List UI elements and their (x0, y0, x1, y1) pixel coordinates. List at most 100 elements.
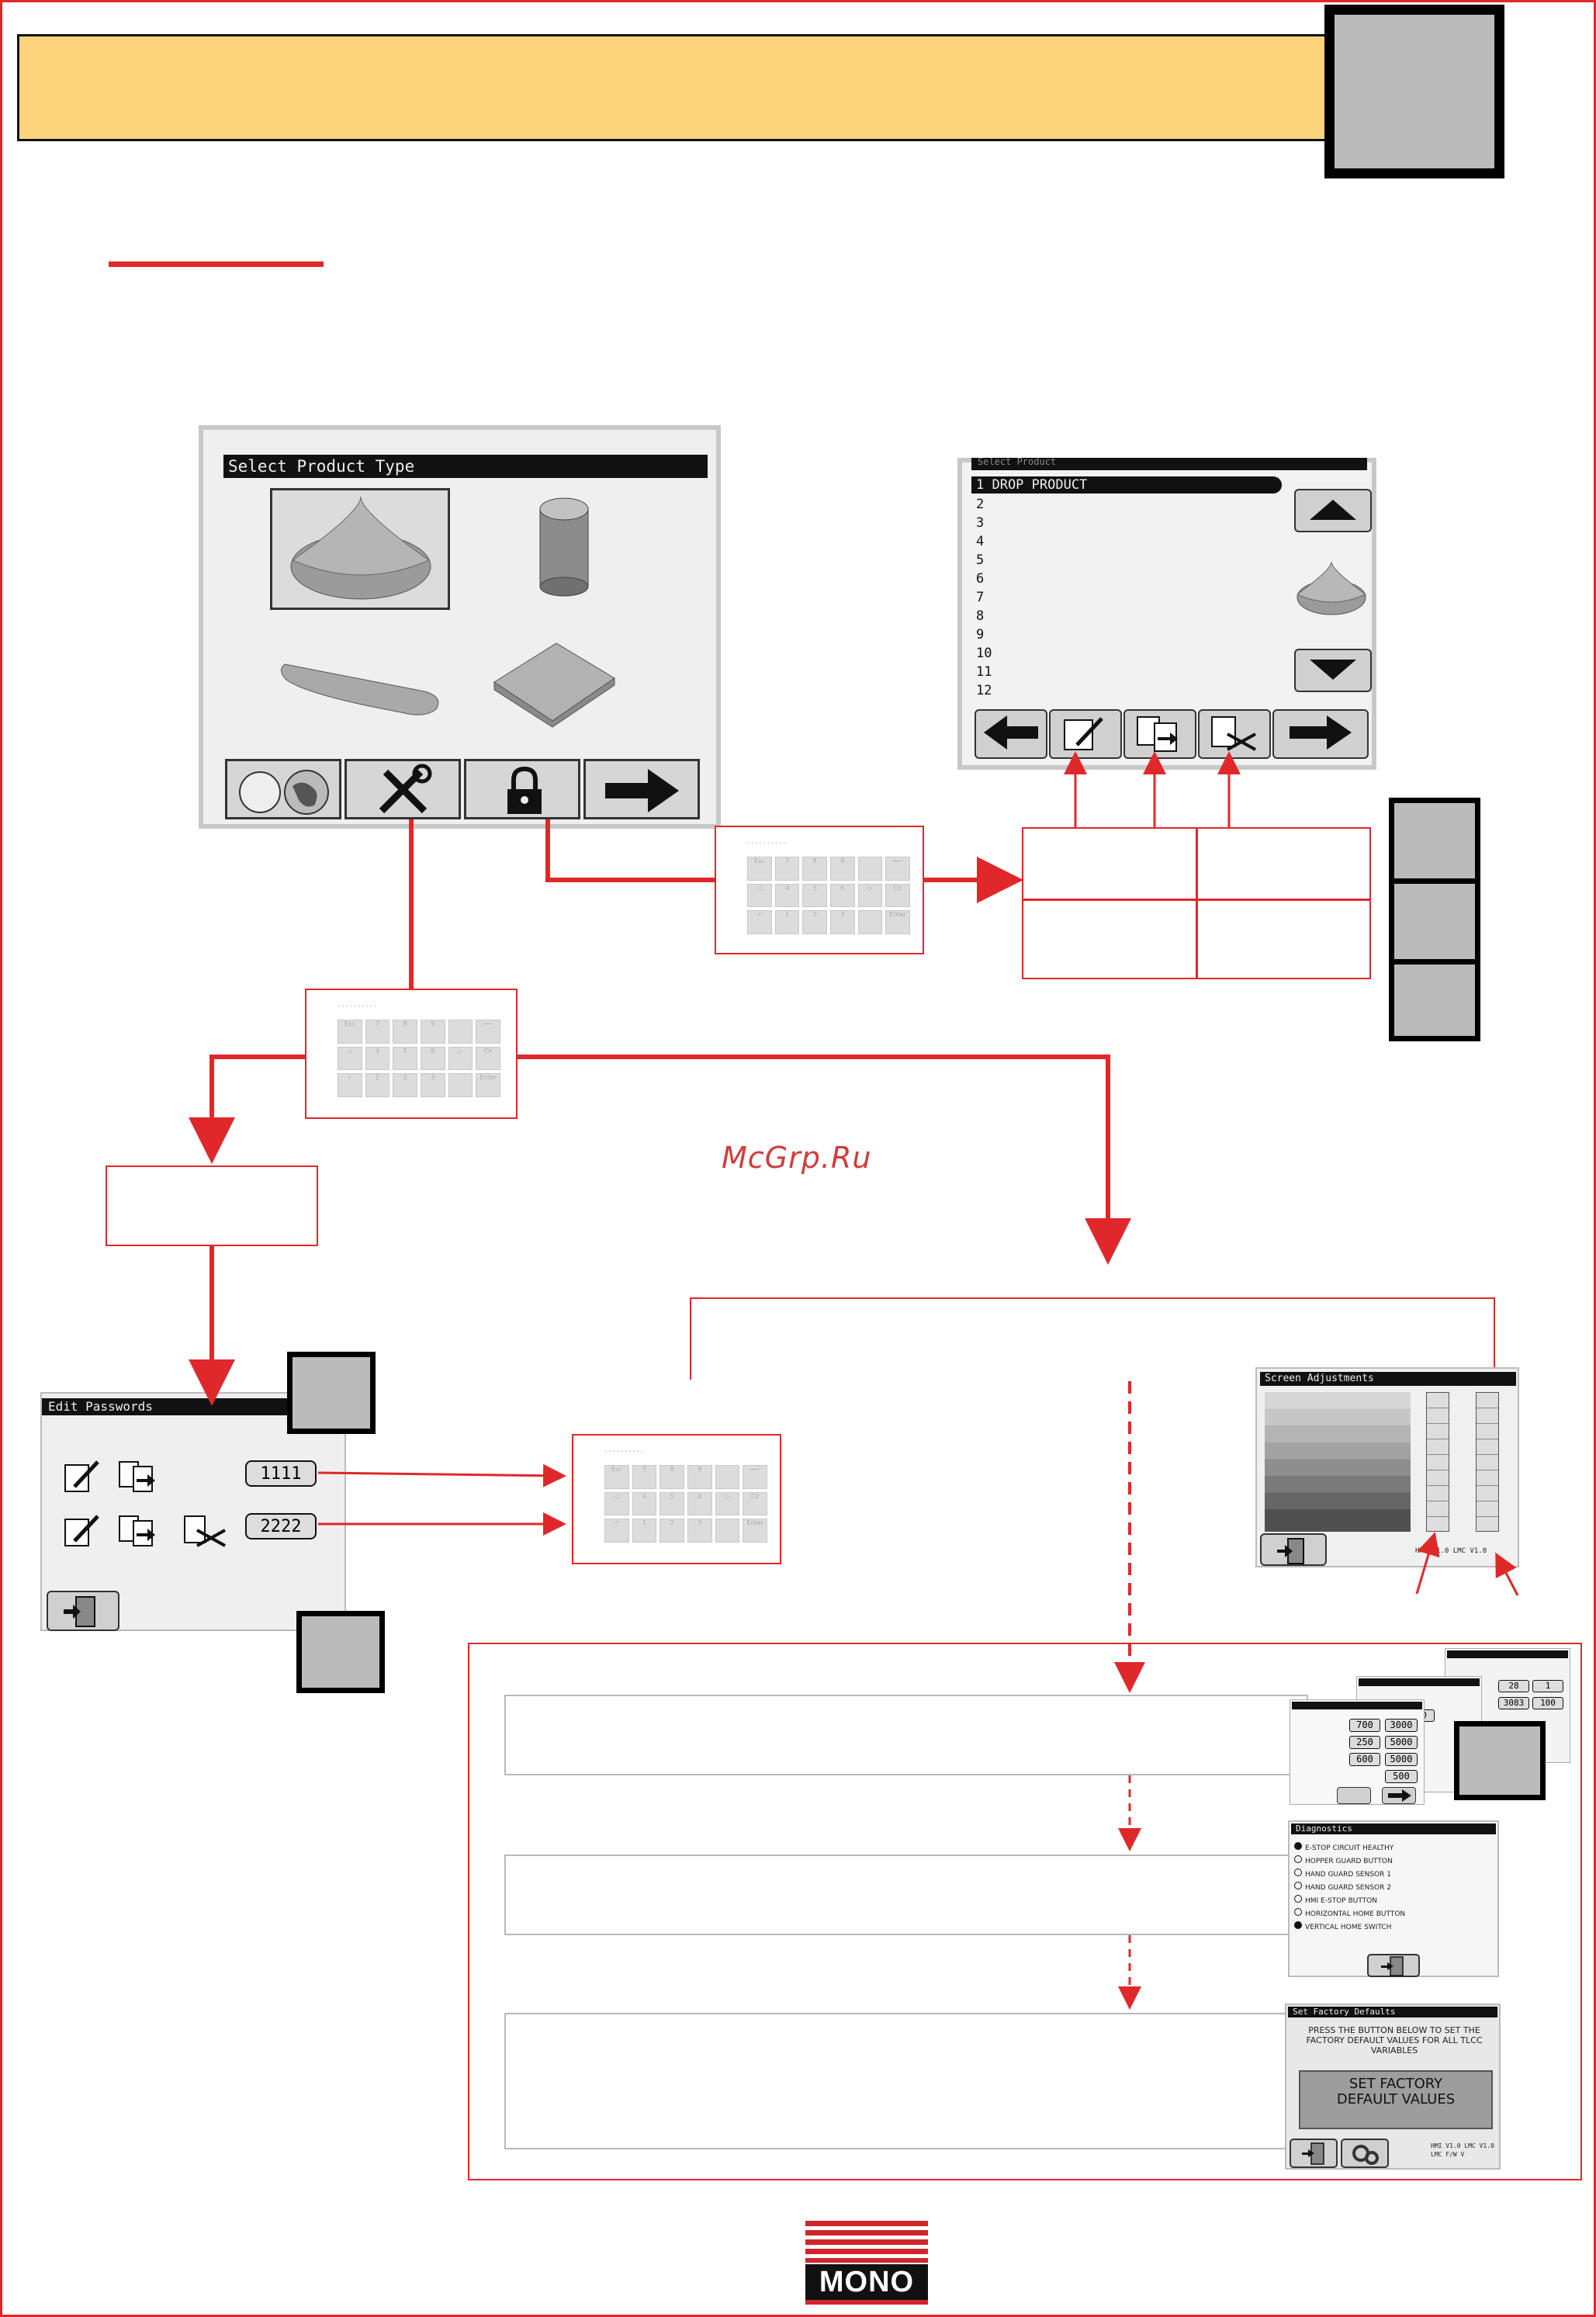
keypad-key[interactable]: 2 (802, 910, 827, 934)
keypad-key[interactable]: Esc (338, 1020, 362, 1044)
next-button[interactable] (583, 759, 700, 819)
keypad-key[interactable]: 9 (687, 1465, 712, 1489)
product-type-drop[interactable] (270, 488, 450, 610)
list-item[interactable]: 7 (976, 590, 985, 605)
keypad-key[interactable]: 1 (365, 1073, 390, 1097)
list-item[interactable]: 2 (976, 497, 985, 512)
keypad-key[interactable]: ⟵ (476, 1020, 500, 1044)
list-item-selected[interactable]: 1 DROP PRODUCT (971, 476, 1282, 494)
keypad-key[interactable]: ⟵ (743, 1465, 767, 1489)
keypad-key[interactable]: 3 (687, 1519, 712, 1543)
keypad-key[interactable]: 9 (420, 1020, 445, 1044)
keypad-key[interactable]: Enter (476, 1073, 500, 1097)
keypad-key[interactable]: 4 (365, 1046, 390, 1071)
keypad-key[interactable]: Esc (604, 1465, 629, 1489)
scroll-up-button[interactable] (1294, 489, 1372, 532)
lock-button[interactable] (464, 759, 580, 819)
value-field[interactable]: 3083 (1498, 1697, 1529, 1709)
keypad-key[interactable]: 5 (802, 883, 827, 908)
list-item[interactable]: 11 (976, 664, 992, 680)
tools-button[interactable] (344, 759, 461, 819)
copy-product-button[interactable] (1123, 709, 1196, 759)
exit-button[interactable] (1367, 1954, 1420, 1977)
exit-button[interactable] (1260, 1533, 1327, 1566)
cylinder-icon[interactable] (537, 494, 591, 602)
scroll-down-button[interactable] (1294, 649, 1372, 692)
keypad-key[interactable]: 5 (660, 1491, 684, 1516)
exit-button[interactable] (1290, 2139, 1338, 2168)
keypad-key[interactable]: ✓ (604, 1519, 629, 1543)
keypad-key[interactable]: 2 (393, 1073, 417, 1097)
keypad-key[interactable]: ▷ (715, 1491, 740, 1516)
keypad-key[interactable]: 1 (774, 910, 800, 934)
settings-button[interactable] (1341, 2139, 1389, 2168)
value-field[interactable]: 100 (1532, 1697, 1563, 1709)
keypad-key[interactable]: 4 (774, 883, 800, 908)
exit-button[interactable] (47, 1591, 119, 1631)
keypad-key[interactable]: 3 (829, 910, 855, 934)
keypad-key[interactable]: 5 (393, 1046, 417, 1071)
keypad-key[interactable]: 6 (829, 883, 855, 908)
keypad-key[interactable]: Clr (476, 1046, 500, 1071)
value-field[interactable]: 500 (1385, 1770, 1418, 1783)
keypad-key[interactable]: 1 (632, 1519, 657, 1543)
keypad-key[interactable] (448, 1020, 473, 1044)
value-field[interactable]: 5000 (1385, 1736, 1418, 1749)
tray-icon[interactable] (486, 636, 618, 729)
contrast-slider[interactable] (1476, 1392, 1499, 1532)
keypad-key[interactable]: ✓ (747, 910, 772, 934)
keypad-key[interactable]: ▷ (857, 883, 883, 908)
baguette-icon[interactable] (277, 649, 448, 719)
keypad-key[interactable]: ◁ (747, 883, 772, 908)
keypad-key[interactable] (857, 857, 883, 881)
keypad-key[interactable] (715, 1519, 740, 1543)
keypad-key[interactable]: 7 (774, 857, 800, 881)
value-field[interactable]: 250 (1349, 1736, 1380, 1749)
edit-product-button[interactable] (1049, 709, 1122, 759)
keypad-key[interactable]: 4 (632, 1491, 657, 1516)
password-field-2[interactable]: 2222 (245, 1513, 317, 1539)
exit-button[interactable] (1337, 1787, 1371, 1804)
list-item[interactable]: 8 (976, 608, 985, 624)
next-button[interactable] (1272, 709, 1369, 759)
keypad-key[interactable]: 8 (802, 857, 827, 881)
keypad-key[interactable]: 2 (660, 1519, 684, 1543)
keypad-key[interactable] (715, 1465, 740, 1489)
keypad-key[interactable]: ◁ (338, 1046, 362, 1071)
list-item[interactable]: 6 (976, 571, 985, 587)
keypad-key[interactable]: 3 (420, 1073, 445, 1097)
keypad-key[interactable]: 7 (632, 1465, 657, 1489)
value-field[interactable]: 3000 (1385, 1719, 1418, 1732)
list-item[interactable]: 3 (976, 515, 985, 531)
keypad-key[interactable]: Enter (885, 910, 910, 934)
next-button[interactable] (1382, 1787, 1416, 1804)
language-button[interactable] (225, 759, 341, 819)
list-item[interactable]: 10 (976, 646, 992, 661)
value-field[interactable]: 600 (1349, 1753, 1380, 1766)
keypad-key[interactable]: 6 (687, 1491, 712, 1516)
keypad-key[interactable]: Esc (747, 857, 772, 881)
password-field-1[interactable]: 1111 (245, 1460, 317, 1487)
list-item[interactable]: 9 (976, 627, 985, 642)
back-button[interactable] (975, 709, 1047, 759)
keypad-key[interactable]: ◁ (604, 1491, 629, 1516)
list-item[interactable]: 4 (976, 534, 985, 549)
keypad-key[interactable]: 7 (365, 1020, 390, 1044)
list-item[interactable]: 12 (976, 683, 992, 698)
brightness-slider[interactable] (1426, 1392, 1449, 1532)
value-field[interactable]: 28 (1498, 1680, 1529, 1692)
keypad-key[interactable]: 8 (393, 1020, 417, 1044)
value-field[interactable]: 1 (1532, 1680, 1563, 1692)
keypad-key[interactable] (448, 1073, 473, 1097)
keypad-key[interactable] (857, 910, 883, 934)
delete-product-button[interactable] (1198, 709, 1271, 759)
keypad-key[interactable]: ▷ (448, 1046, 473, 1071)
keypad-key[interactable]: ✓ (338, 1073, 362, 1097)
keypad-key[interactable]: 8 (660, 1465, 684, 1489)
keypad-key[interactable]: Clr (885, 883, 910, 908)
keypad-key[interactable]: 6 (420, 1046, 445, 1071)
keypad-key[interactable]: ⟵ (885, 857, 910, 881)
keypad-key[interactable]: Enter (743, 1519, 767, 1543)
value-field[interactable]: 5000 (1385, 1753, 1418, 1766)
keypad-key[interactable]: 9 (829, 857, 855, 881)
